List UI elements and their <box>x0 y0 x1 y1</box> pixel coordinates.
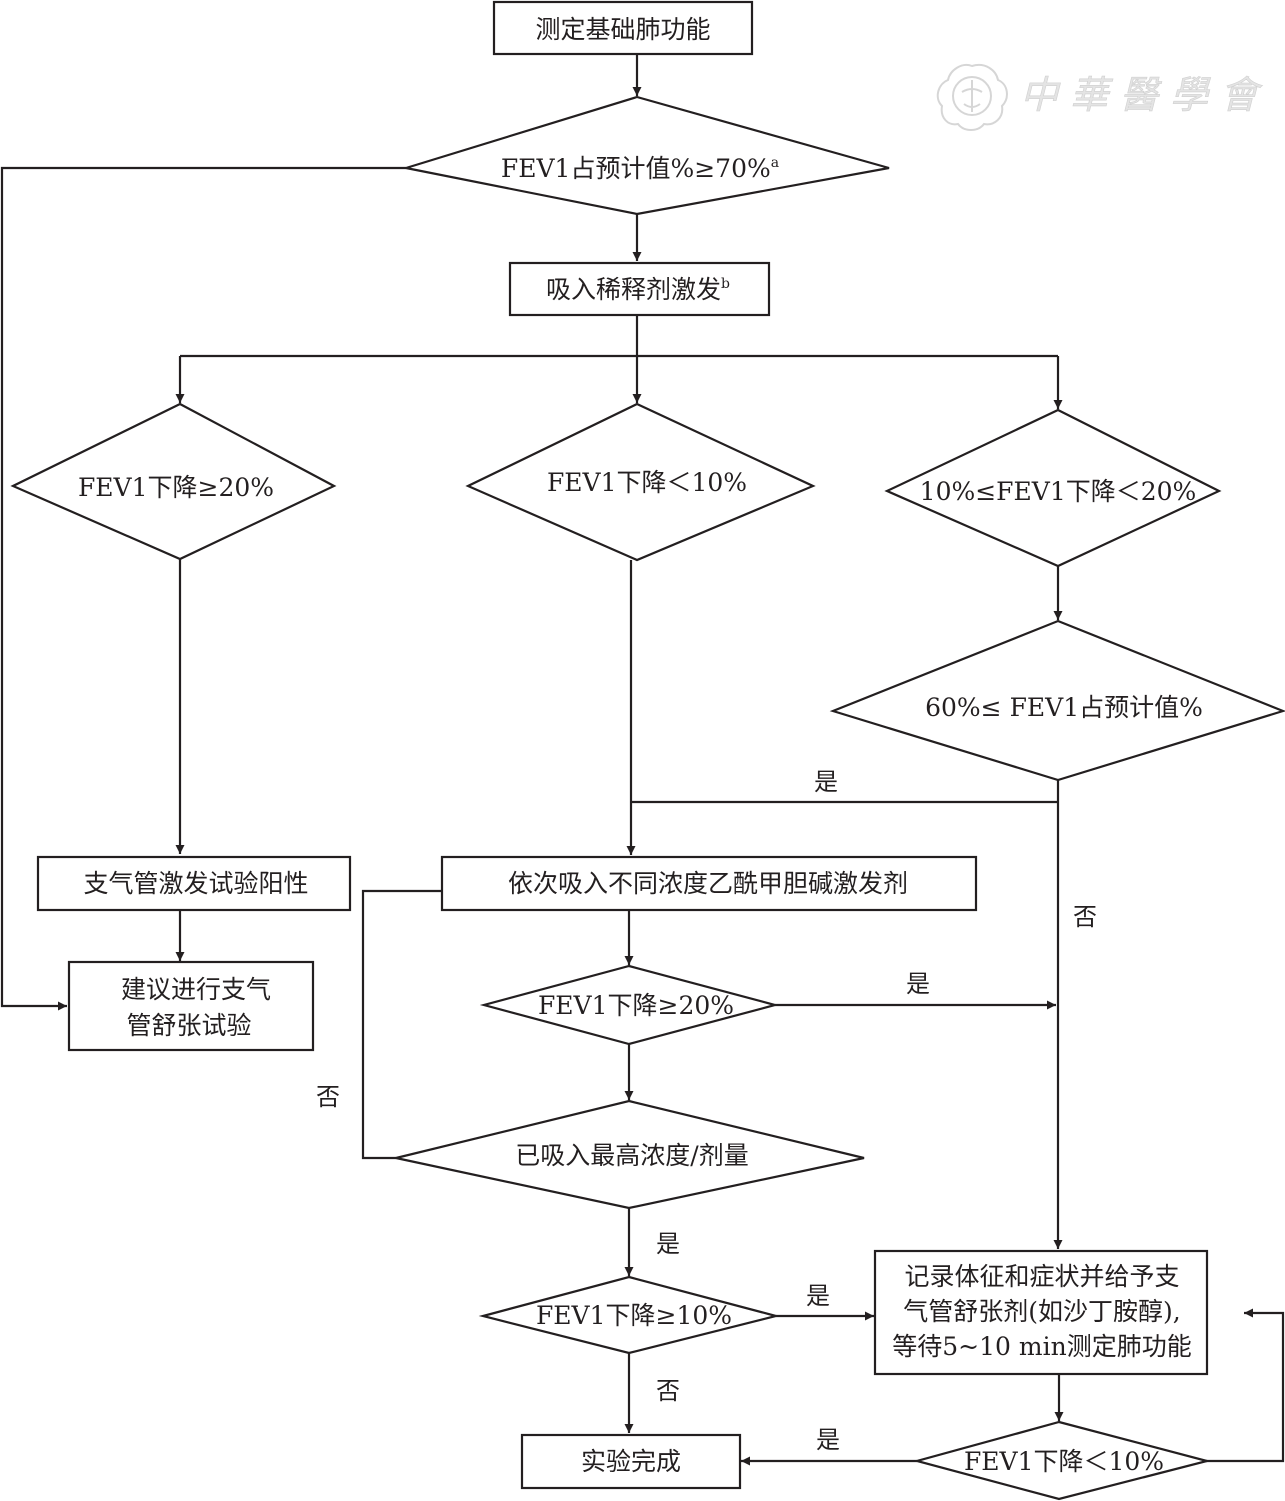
node-fev1-ge70: FEV1占预计值%≥70%a <box>405 95 890 216</box>
node-done: 实验完成 <box>520 1433 742 1490</box>
edge-max-dose-no-loop <box>361 889 442 1160</box>
node-drop-10-20: 10%≤FEV1下降＜20% <box>884 408 1222 568</box>
node-drop-lt10: FEV1下降＜10% <box>465 402 816 562</box>
label-ge60-yes: 是 <box>814 768 838 796</box>
watermark-text: 中華醫學會 <box>1020 73 1270 117</box>
label-final-ge10-yes: 是 <box>806 1282 830 1310</box>
node-suggest-bdt-line2: 管舒张试验 <box>126 1011 251 1040</box>
node-baseline-text: 测定基础肺功能 <box>535 15 710 44</box>
node-mch-drop-ge20-text: FEV1下降≥20% <box>538 991 734 1020</box>
node-record-line1: 记录体征和症状并给予支 <box>904 1262 1179 1291</box>
node-recovery-lt10: FEV1下降＜10% <box>912 1420 1212 1501</box>
edge-labels: 是 否 是 否 是 是 否 是 <box>316 768 1097 1454</box>
node-recovery-lt10-text: FEV1下降＜10% <box>964 1447 1164 1476</box>
node-methacholine-text: 依次吸入不同浓度乙酰甲胆碱激发剂 <box>508 869 908 898</box>
label-ge60-no: 否 <box>1073 903 1097 931</box>
node-final-drop-ge10: FEV1下降≥10% <box>478 1275 781 1355</box>
watermark: 中華醫學會 <box>936 64 1270 131</box>
node-baseline: 测定基础肺功能 <box>492 0 754 56</box>
node-diluent: 吸入稀释剂激发b <box>508 261 771 317</box>
node-max-dose-text: 已吸入最高浓度/剂量 <box>515 1141 748 1170</box>
node-done-text: 实验完成 <box>581 1447 681 1476</box>
node-fev1-ge60-text: 60%≤ FEV1占预计值% <box>925 693 1203 722</box>
node-diluent-text: 吸入稀释剂激发 <box>546 275 721 304</box>
node-mch-drop-ge20: FEV1下降≥20% <box>479 964 780 1046</box>
node-suggest-bdt-line1: 建议进行支气 <box>121 975 271 1004</box>
node-max-dose: 已吸入最高浓度/剂量 <box>395 1099 865 1210</box>
node-fev1-ge60: 60%≤ FEV1占预计值% <box>829 619 1285 782</box>
emblem-icon <box>936 64 1008 131</box>
node-fev1-ge70-text: FEV1占预计值%≥70% <box>501 154 771 183</box>
node-record-line3: 等待5~10 min测定肺功能 <box>892 1332 1191 1361</box>
label-mch-ge20-yes: 是 <box>906 970 930 998</box>
edge-fev1-ge70-no-to-suggest <box>0 166 406 1011</box>
svg-text:FEV1占预计值%≥70%a: FEV1占预计值%≥70%a <box>501 154 779 183</box>
footnote-a: a <box>771 155 779 171</box>
node-drop-ge20-text: FEV1下降≥20% <box>78 473 274 502</box>
node-positive-text: 支气管激发试验阳性 <box>83 869 308 898</box>
edge-recovery-no-loop <box>1200 1308 1285 1463</box>
node-drop-10-20-text: 10%≤FEV1下降＜20% <box>920 477 1197 506</box>
footnote-b: b <box>721 276 730 292</box>
label-max-dose-no: 否 <box>316 1083 340 1111</box>
label-recovery-yes: 是 <box>816 1426 840 1454</box>
label-final-ge10-no: 否 <box>656 1377 680 1405</box>
node-suggest-bdt: 建议进行支气 管舒张试验 <box>67 960 315 1052</box>
node-final-drop-ge10-text: FEV1下降≥10% <box>536 1301 732 1330</box>
node-record-bronchodilator: 记录体征和症状并给予支 气管舒张剂(如沙丁胺醇), 等待5~10 min测定肺功… <box>873 1249 1209 1376</box>
connectors <box>0 54 1285 1466</box>
node-drop-lt10-text: FEV1下降＜10% <box>547 468 747 497</box>
node-positive: 支气管激发试验阳性 <box>36 855 352 912</box>
node-record-line2: 气管舒张剂(如沙丁胺醇), <box>903 1297 1180 1326</box>
svg-text:吸入稀释剂激发b: 吸入稀释剂激发b <box>546 275 730 304</box>
label-max-dose-yes: 是 <box>656 1230 680 1258</box>
node-methacholine: 依次吸入不同浓度乙酰甲胆碱激发剂 <box>440 855 978 912</box>
node-drop-ge20: FEV1下降≥20% <box>10 402 337 561</box>
